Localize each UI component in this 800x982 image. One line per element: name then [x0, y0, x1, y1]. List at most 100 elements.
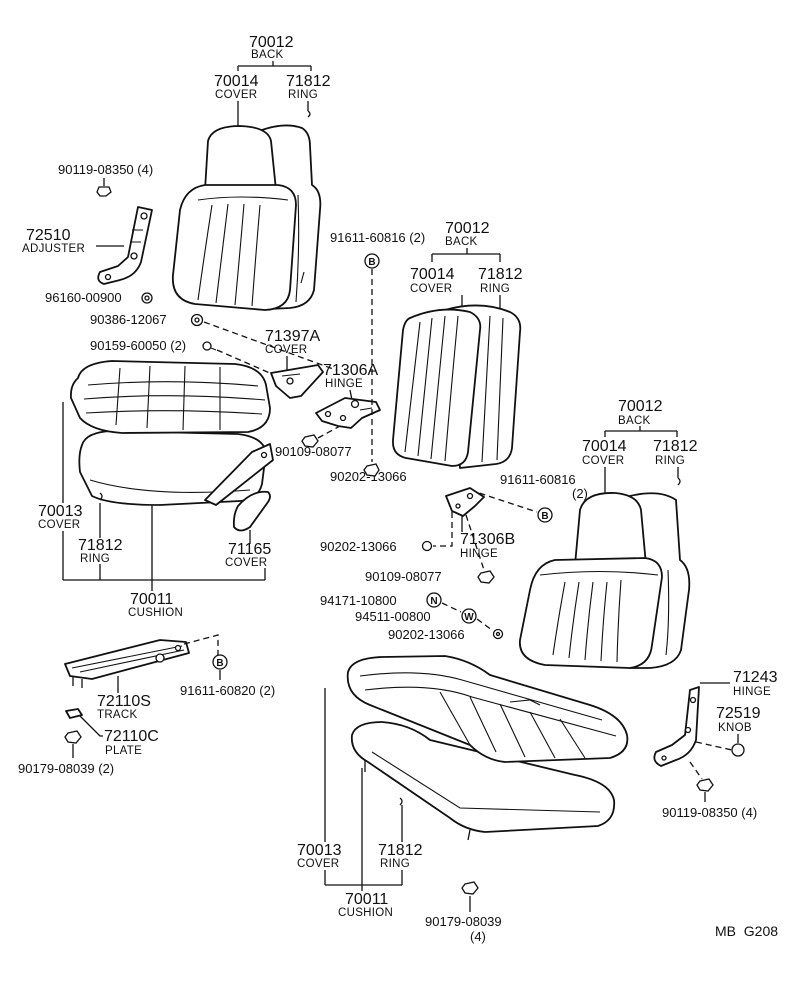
upper-cushion-ring-name: RING — [80, 553, 110, 565]
center-back-bracket — [431, 248, 501, 316]
track-name: TRACK — [97, 709, 138, 721]
upper-adjuster-bolt-icon — [96, 186, 112, 197]
lower-cover-number: 70014 — [582, 438, 627, 455]
lower-seat-back-headrest — [574, 492, 647, 566]
center-pin-mark: B — [364, 253, 380, 269]
track-plate-number: 72110C — [104, 728, 159, 745]
side-cover-number: 71165 — [228, 541, 271, 558]
center-ring-name: RING — [480, 283, 510, 295]
hinge-a-name: HINGE — [325, 378, 363, 390]
center-back-number: 70012 — [445, 220, 490, 237]
track-nut-number: 90179-08039 (2) — [18, 761, 114, 776]
upper-cover-number: 70014 — [214, 73, 259, 90]
knob-number: 72519 — [716, 705, 761, 722]
adjuster-number: 72510 — [26, 227, 71, 244]
upper-cushion-number: 70011 — [130, 591, 173, 608]
center-ring-number: 71812 — [478, 266, 523, 283]
lower-washer-b-icon — [492, 628, 504, 640]
center-pin-number: 91611-60816 (2) — [330, 230, 425, 245]
lower-cushion-cover-number: 70013 — [297, 842, 342, 859]
hinge-cover-number: 71397A — [265, 328, 320, 345]
lower-cushion-name: CUSHION — [338, 907, 393, 919]
upper-cushion-cover — [69, 360, 271, 434]
side-hinge-number: 71243 — [733, 669, 778, 686]
upper-cover-name: COVER — [215, 89, 257, 101]
center-cover-number: 70014 — [410, 266, 455, 283]
upper-adjuster-bolt-number: 90119-08350 (4) — [58, 162, 153, 177]
upper-seat-back-front — [172, 184, 297, 311]
lower-pin-number: 91611-60816 — [500, 472, 576, 487]
lower-nut-qty: (4) — [470, 929, 486, 944]
part-90386-icon — [190, 313, 204, 327]
part-90386-number: 90386-12067 — [90, 312, 167, 327]
side-bolt-icon — [696, 778, 714, 792]
upper-cushion-recliner-base — [204, 443, 274, 506]
part-94171-number: 94171-10800 — [320, 593, 397, 608]
svg-text:B: B — [541, 511, 548, 522]
svg-text:B: B — [368, 257, 375, 268]
knob-part — [731, 743, 745, 757]
upper-ring-number: 71812 — [286, 73, 331, 90]
side-cover-name: COVER — [225, 557, 267, 569]
lower-nut-number: 90179-08039 — [425, 914, 502, 929]
lower-cushion-cover-name: COVER — [297, 858, 339, 870]
svg-text:N: N — [430, 596, 437, 607]
upper-ring-name: RING — [288, 89, 318, 101]
lower-cushion-number: 70011 — [345, 891, 388, 908]
upper-cushion-ring-icon — [99, 492, 103, 501]
adjuster-name: ADJUSTER — [22, 243, 85, 255]
hinge-cover-part — [270, 364, 324, 399]
hinge-b-number: 71306B — [460, 531, 515, 548]
svg-text:W: W — [464, 612, 474, 623]
track-pin-mark: B — [212, 654, 228, 670]
svg-text:B: B — [216, 658, 223, 669]
upper-ring-icon — [307, 110, 311, 118]
adjuster-part — [97, 206, 153, 285]
lower-cover-name: COVER — [582, 455, 624, 467]
lower-ring-name: RING — [655, 455, 685, 467]
upper-cushion — [78, 430, 274, 506]
upper-cushion-ring-number: 71812 — [78, 537, 123, 554]
side-hinge-part — [653, 686, 700, 767]
lower-washer-a-icon — [421, 540, 433, 552]
side-hinge-name: HINGE — [733, 686, 771, 698]
side-cover-part — [232, 490, 271, 532]
lower-cushion — [350, 721, 616, 841]
upper-cushion-cover-number: 70013 — [38, 503, 83, 520]
center-seat-back — [392, 304, 522, 469]
lower-bolt-icon — [477, 570, 495, 584]
lower-cushion-bracket — [324, 688, 403, 891]
upper-back-number: 70012 — [249, 34, 294, 51]
lower-washer-a-number: 90202-13066 — [320, 539, 397, 554]
lower-cushion-pad — [350, 721, 616, 833]
lower-ring-icon — [677, 477, 681, 486]
track-nut-icon — [64, 730, 82, 744]
track-plate-name: PLATE — [105, 745, 142, 757]
part-90159-icon — [202, 341, 217, 351]
lower-back-number: 70012 — [618, 398, 663, 415]
hinge-a-part — [315, 397, 381, 429]
track-part — [64, 639, 190, 688]
upper-cushion-cover-name: COVER — [38, 519, 80, 531]
upper-cushion-bracket — [62, 402, 266, 591]
lower-washer-b-number: 90202-13066 — [388, 627, 465, 642]
part-96160-number: 96160-00900 — [45, 290, 122, 305]
part-94171-mark: N — [426, 592, 442, 608]
part-96160-icon — [141, 292, 153, 304]
center-cover-name: COVER — [410, 283, 452, 295]
center-washer-number: 90202-13066 — [330, 469, 407, 484]
lower-back-name: BACK — [618, 415, 651, 427]
side-bolt-number: 90119-08350 (4) — [662, 805, 757, 820]
lower-bolt-number: 90109-08077 — [365, 569, 442, 584]
lower-pin-qty: (2) — [572, 486, 588, 501]
track-pin-number: 91611-60820 (2) — [180, 683, 275, 698]
lower-nut-icon — [461, 881, 479, 895]
center-washer-icon — [363, 463, 380, 477]
center-bolt-icon — [301, 434, 319, 448]
upper-back-bracket — [237, 61, 312, 71]
track-number: 72110S — [97, 693, 151, 710]
part-90159-number: 90159-60050 (2) — [90, 338, 186, 353]
center-bolt-number: 90109-08077 — [275, 444, 352, 459]
upper-seat-back-headrest — [204, 125, 277, 191]
